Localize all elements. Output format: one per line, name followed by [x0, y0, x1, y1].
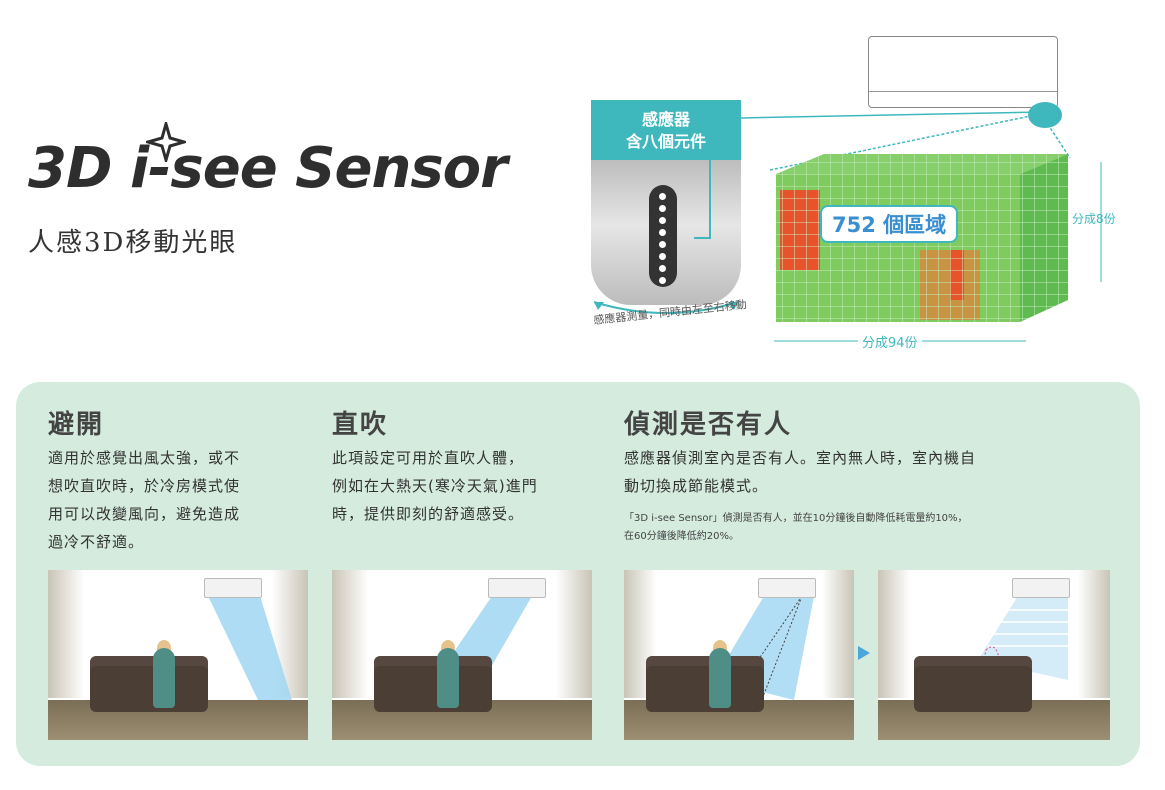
sensor-element — [659, 253, 666, 260]
air-conditioner-unit — [868, 36, 1058, 108]
sofa — [914, 666, 1032, 712]
logo: 3D i-see Sensor — [28, 122, 588, 212]
sensor-label-line1: 感應器 — [641, 110, 690, 129]
sensor-element — [659, 241, 666, 248]
sensor-element — [659, 205, 666, 212]
sofa — [374, 666, 492, 712]
scene-direct — [332, 570, 592, 740]
section-heading-presence: 偵測是否有人 — [624, 410, 793, 440]
vertical-split-label: 分成8份 — [1072, 212, 1116, 226]
sensor-label-line2: 含八個元件 — [625, 132, 706, 151]
air-conditioner-icon — [204, 578, 262, 598]
detection-grid — [776, 154, 1068, 322]
section-text-direct: 此項設定可用於直吹人體， 例如在大熱天(寒冷天氣)進門 時，提供即刻的舒適感受。 — [332, 449, 538, 523]
section-note-presence: 「3D i-see Sensor」偵測是否有人，並在10分鐘後自動降低耗電量約1… — [624, 513, 968, 542]
sparkle-icon — [146, 122, 186, 162]
person — [709, 648, 731, 708]
next-arrow-icon — [858, 646, 870, 660]
vertical-dimension-line — [1100, 162, 1102, 282]
sensor-label: 感應器 含八個元件 — [591, 100, 741, 162]
sensor-element — [659, 217, 666, 224]
section-text-presence: 感應器偵測室內是否有人。室內無人時，室內機自 動切換成節能模式。 — [624, 449, 977, 495]
person — [437, 648, 459, 708]
scene-detect-present — [624, 570, 854, 740]
horizontal-split-label: 分成94份 — [858, 332, 922, 351]
air-conditioner-icon — [758, 578, 816, 598]
logo-title: 3D i-see Sensor — [28, 136, 508, 201]
section-heading-avoid: 避開 — [48, 410, 105, 440]
sofa — [90, 666, 208, 712]
sofa — [646, 666, 764, 712]
person — [153, 648, 175, 708]
sensor-element — [659, 229, 666, 236]
sensor-element — [659, 265, 666, 272]
sensor-element-strip — [649, 185, 677, 287]
sensor-element — [659, 277, 666, 284]
sweep-arrow-icon — [593, 301, 739, 314]
air-conditioner-icon — [1012, 578, 1070, 598]
scene-detect-empty — [878, 570, 1110, 740]
section-heading-direct: 直吹 — [332, 410, 389, 440]
zones-label: 752 個區域 — [820, 205, 959, 243]
sensor-element — [659, 193, 666, 200]
logo-subtitle: 人感3D移動光眼 — [28, 228, 238, 258]
scene-avoid — [48, 570, 308, 740]
air-conditioner-icon — [488, 578, 546, 598]
sensor-eye-icon — [1028, 102, 1062, 128]
callout-bracket — [694, 111, 711, 239]
section-text-avoid: 適用於感覺出風太強，或不 想吹直吹時，於冷房模式使 用可以改變風向，避免造成 過… — [48, 449, 241, 551]
